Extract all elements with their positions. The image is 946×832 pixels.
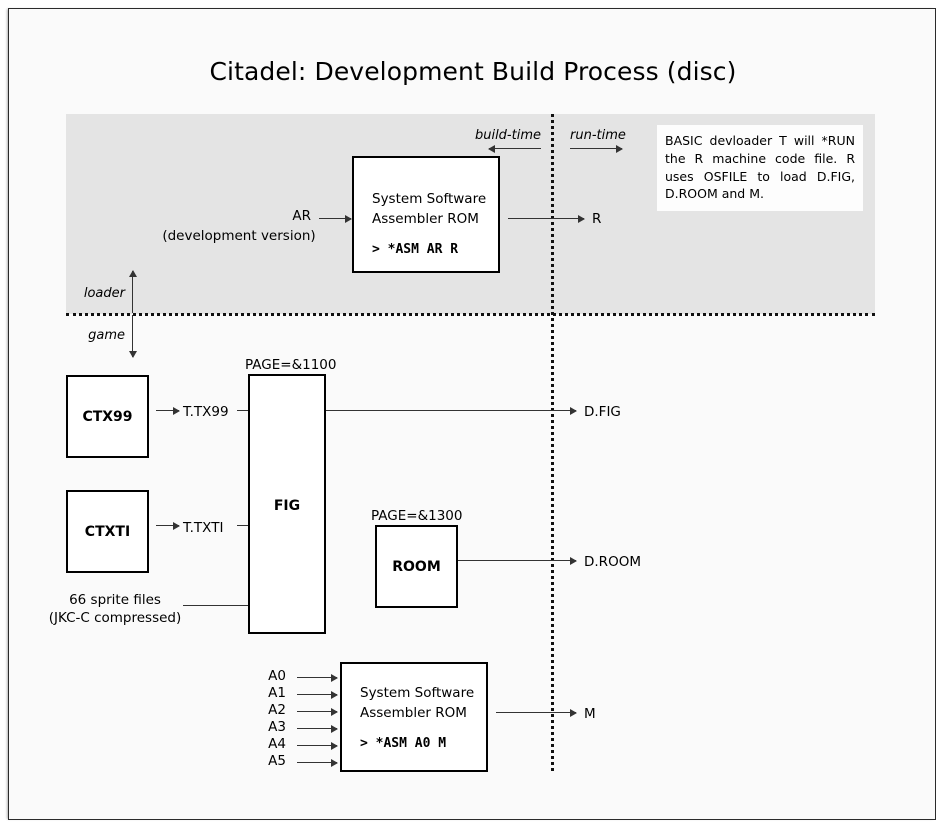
run-time-arrow [570, 144, 623, 153]
build-time-arrow [488, 144, 541, 153]
runtime-note: BASIC devloader T will *RUN the R machin… [657, 125, 863, 211]
music-input-label-a5: A5 [268, 753, 286, 769]
room-output-arrow [458, 556, 577, 565]
music-input-arrow-a4 [297, 741, 338, 750]
loader-assembler-title: System Software Assembler ROM [372, 191, 487, 227]
page-title: Citadel: Development Build Process (disc… [209, 57, 737, 86]
ar-input-arrow [319, 214, 352, 223]
loader-game-divider [66, 313, 875, 316]
room-page-label: PAGE=&1300 [371, 508, 463, 524]
fig-box: FIG [248, 374, 326, 634]
source-box-ctxti: CTXTI [66, 490, 149, 573]
music-input-arrow-a0 [297, 673, 338, 682]
music-output-arrow [496, 708, 577, 717]
run-time-label: run-time [570, 128, 626, 143]
game-label: game [88, 328, 125, 343]
build-run-divider [551, 114, 554, 771]
music-input-arrow-a2 [297, 707, 338, 716]
ctx99-file-label: T.TX99 [183, 404, 229, 420]
room-name: ROOM [392, 559, 441, 575]
fig-output-label: D.FIG [584, 404, 621, 420]
source-box-ctx99: CTX99 [66, 375, 149, 458]
ar-input-label: AR [292, 208, 311, 224]
ctx99-out-arrow [156, 406, 180, 415]
music-assembler-command: > *ASM A0 M [360, 736, 447, 751]
loader-assembler-command: > *ASM AR R [372, 242, 459, 257]
music-input-arrow-a3 [297, 724, 338, 733]
ar-input-sublabel: (development version) [162, 228, 316, 244]
loader-assembler-box: System Software Assembler ROM > *ASM AR … [352, 156, 500, 273]
fig-page-label: PAGE=&1100 [245, 357, 337, 373]
music-input-arrow-a5 [297, 758, 338, 767]
music-input-label-a0: A0 [268, 668, 286, 684]
source-name-ctxti: CTXTI [84, 524, 131, 540]
source-name-ctx99: CTX99 [82, 409, 133, 425]
loader-up-arrow [128, 270, 137, 313]
fig-name: FIG [273, 498, 301, 514]
music-output-label: M [584, 706, 596, 722]
music-assembler-title: System Software Assembler ROM [360, 685, 475, 721]
sprites-label-line2: (JKC-C compressed) [48, 610, 182, 626]
loader-label: loader [83, 286, 125, 301]
diagram-canvas: Citadel: Development Build Process (disc… [8, 8, 936, 820]
r-output-arrow [508, 214, 585, 223]
build-time-label: build-time [474, 128, 541, 143]
game-down-arrow [128, 315, 137, 358]
music-input-label-a1: A1 [268, 685, 286, 701]
music-input-label-a4: A4 [268, 736, 286, 752]
fig-output-arrow [326, 406, 577, 415]
sprites-label-line1: 66 sprite files [69, 592, 161, 608]
room-box: ROOM [375, 525, 458, 608]
room-output-label: D.ROOM [584, 554, 641, 570]
music-input-arrow-a1 [297, 690, 338, 699]
ctxti-file-label: T.TXTI [183, 520, 224, 536]
music-input-label-a3: A3 [268, 719, 286, 735]
music-input-label-a2: A2 [268, 702, 286, 718]
music-assembler-box: System Software Assembler ROM > *ASM A0 … [340, 662, 488, 772]
ctxti-out-arrow [156, 521, 180, 530]
r-output-label: R [592, 211, 602, 227]
